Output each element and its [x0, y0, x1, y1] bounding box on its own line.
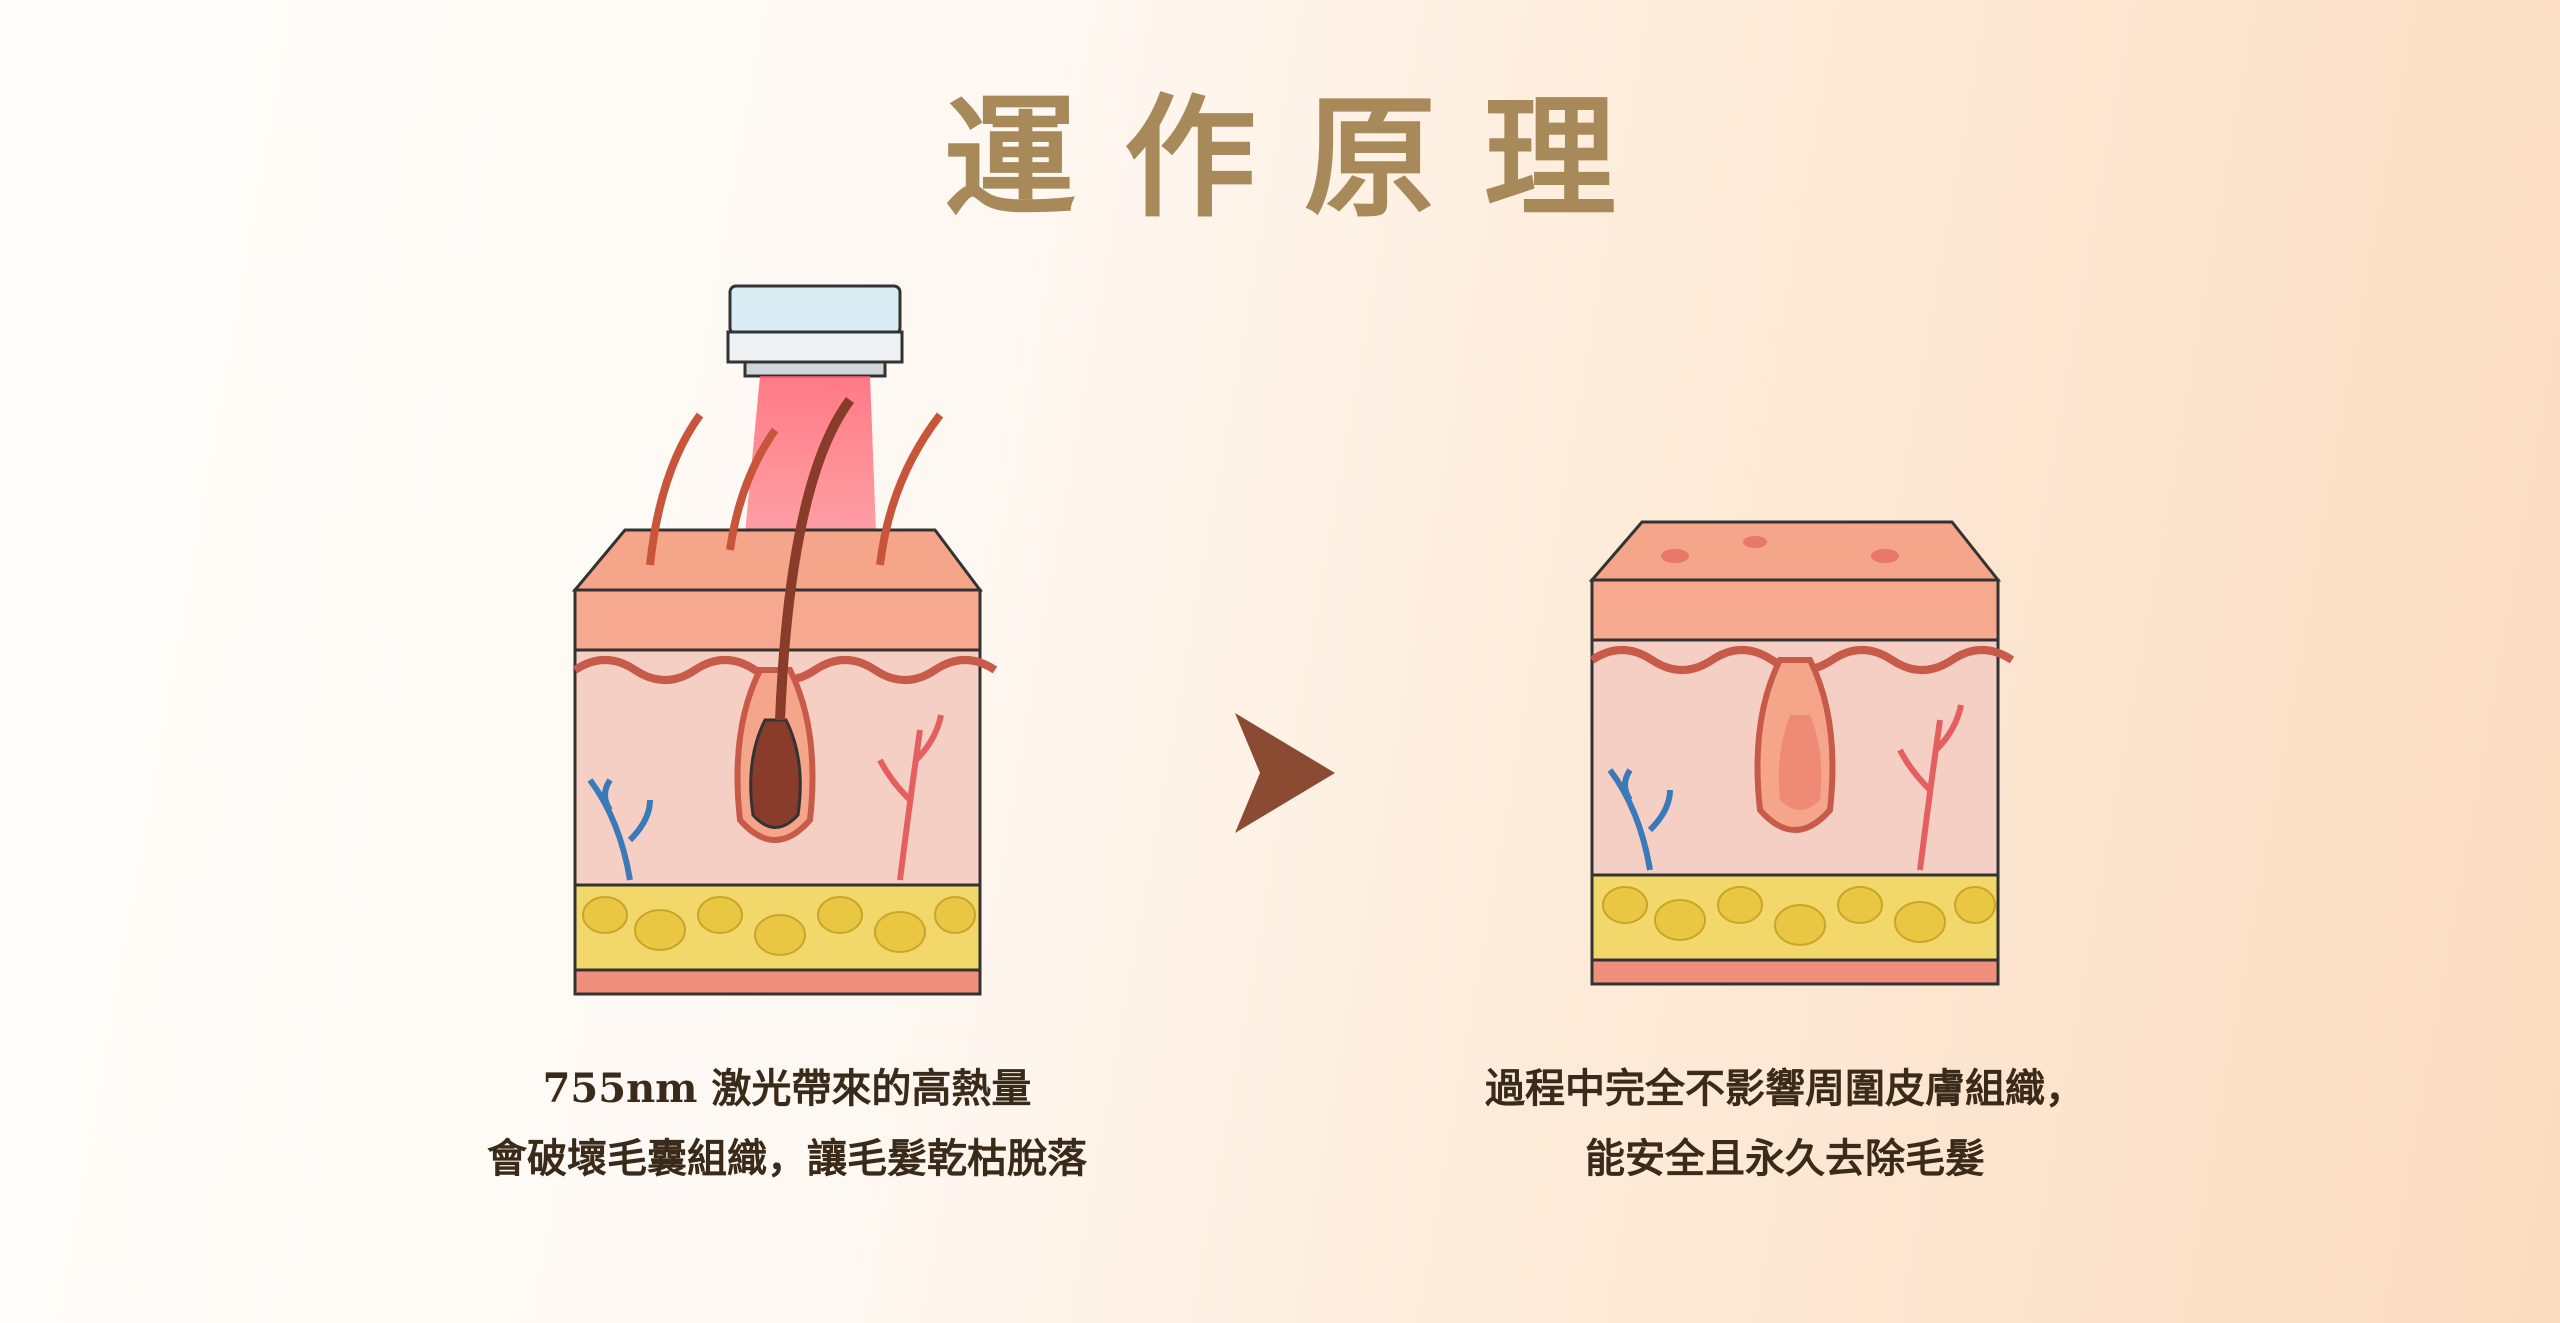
healed-skin-illustration: [1588, 520, 2015, 986]
laser-skin-illustration: [571, 284, 998, 996]
after-caption-line2: 能安全且永久去除毛髮: [1585, 1135, 1985, 1182]
after-caption-line1: 過程中完全不影響周圍皮膚組織，: [1485, 1065, 2085, 1112]
before-caption: 755nm 激光帶來的高熱量 會破壞毛囊組織，讓毛髮乾枯脫落: [337, 1054, 1237, 1194]
page-title: 運作原理: [944, 81, 1664, 236]
arrow-right-icon: [1235, 713, 1335, 833]
before-caption-line2: 會破壞毛囊組織，讓毛髮乾枯脫落: [487, 1135, 1087, 1182]
after-caption: 過程中完全不影響周圍皮膚組織， 能安全且永久去除毛髮: [1335, 1054, 2235, 1194]
before-caption-line1: 755nm 激光帶來的高熱量: [542, 1065, 1032, 1112]
laser-handpiece-icon: [726, 284, 904, 378]
